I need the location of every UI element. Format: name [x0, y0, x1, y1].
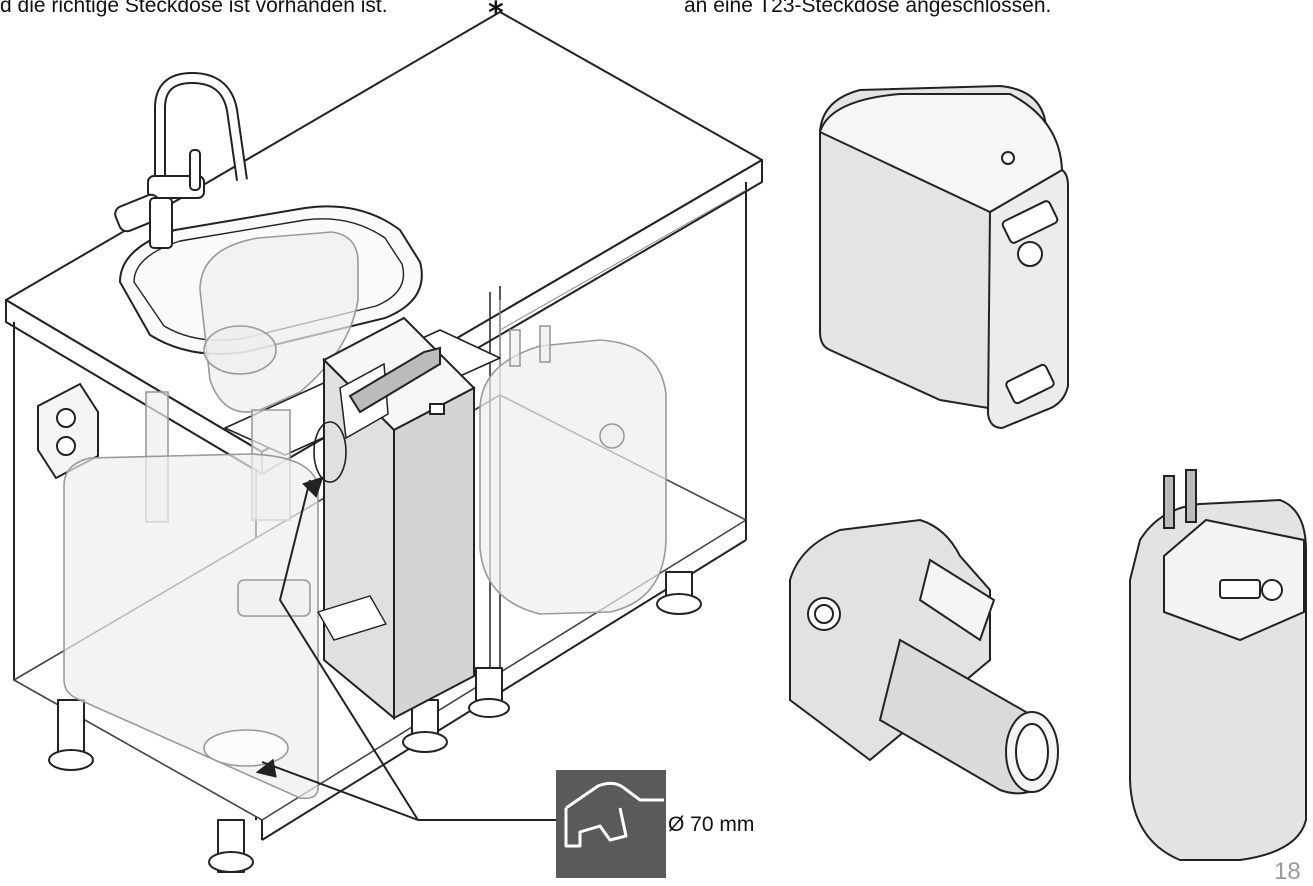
wall-socket — [37, 382, 99, 480]
pump-unit — [789, 518, 1059, 795]
central-heater-device — [316, 316, 476, 721]
ghost-components — [63, 231, 667, 800]
drill-diameter-label: Ø 70 mm — [668, 813, 755, 836]
drill-icon — [564, 781, 664, 848]
cabinet-feet — [48, 571, 702, 873]
boiler-unit — [1129, 469, 1307, 861]
instruction-text-right: an eine T23-Steckdose angeschlossen. — [684, 0, 1052, 17]
page-number: 18 — [1274, 858, 1301, 885]
drill-arrows — [255, 421, 560, 821]
faucet — [114, 71, 248, 249]
drill-icon-box — [556, 770, 666, 878]
instruction-text-left: d die richtige Steckdose ist vorhanden i… — [0, 0, 388, 17]
dispenser-unit — [818, 84, 1069, 430]
